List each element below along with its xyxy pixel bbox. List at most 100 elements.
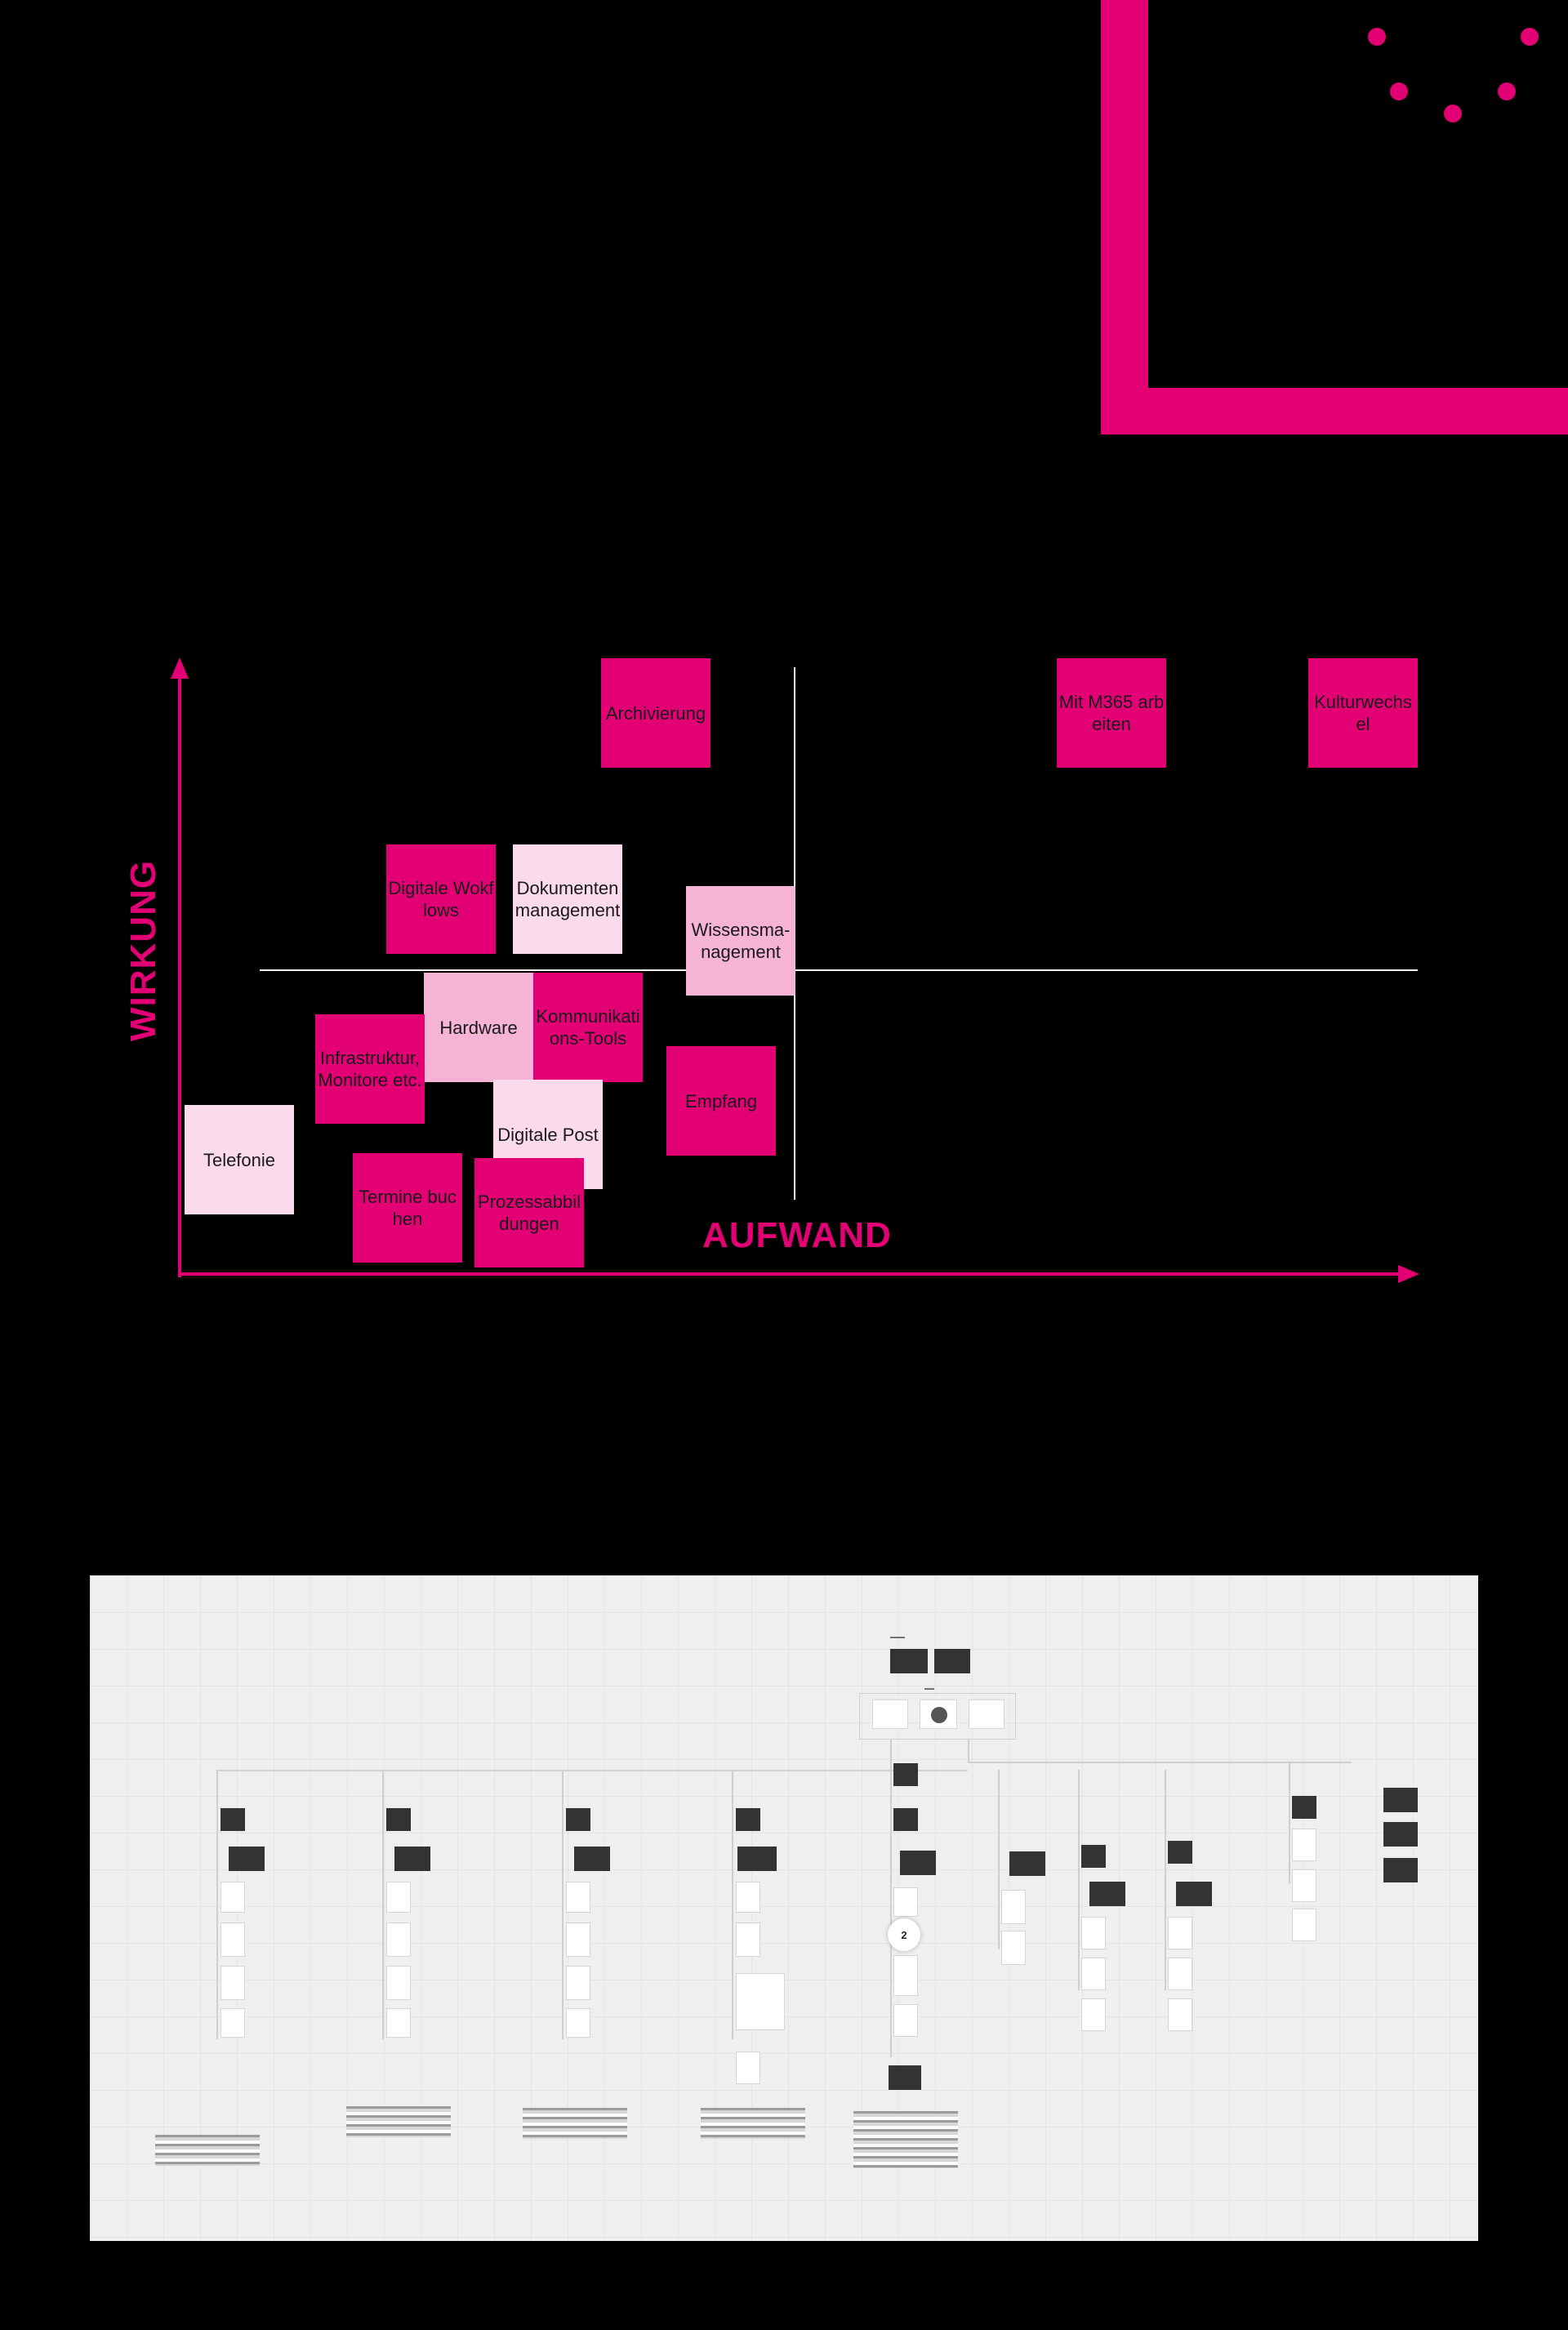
quadrant-divider-horizontal (260, 969, 1418, 971)
brand-dot (1521, 28, 1539, 46)
board-table (701, 2108, 805, 2139)
board-card (1292, 1869, 1316, 1902)
board-card (566, 1882, 590, 1913)
board-connector (968, 1762, 1352, 1763)
board-label: ▬▬▬ (890, 1635, 905, 1640)
note-archivierung[interactable]: Archivierung (601, 658, 710, 768)
board-card (736, 2052, 760, 2084)
board-table (346, 2106, 451, 2137)
board-card (566, 1966, 590, 2000)
note-digitale-workflows[interactable]: Digitale Wokflows (386, 844, 496, 954)
board-column-line (1165, 1770, 1166, 1990)
board-column-line (998, 1770, 1000, 1949)
board-slide-dark (893, 1808, 918, 1831)
board-card (872, 1700, 908, 1729)
board-slide-dark (1383, 1858, 1418, 1882)
x-axis-arrow (1398, 1265, 1419, 1283)
board-slide-dark (566, 1808, 590, 1831)
board-card (1292, 1829, 1316, 1861)
board-card (386, 2008, 411, 2038)
note-dokumentenmanagement[interactable]: Dokumentenmanagement (513, 844, 622, 954)
board-table (155, 2135, 260, 2166)
board-slide-dark (229, 1847, 265, 1871)
board-slide-dark (386, 1808, 411, 1831)
board-slide-dark (1176, 1882, 1212, 1906)
board-card (220, 1882, 245, 1913)
board-card (1081, 1917, 1106, 1949)
board-slide-dark (890, 1649, 928, 1673)
board-column-line (1289, 1762, 1290, 1884)
board-card (1168, 1998, 1192, 2031)
board-card (386, 1882, 411, 1913)
board-card (220, 1922, 245, 1957)
board-card (566, 1922, 590, 1957)
board-slide-dark (900, 1851, 936, 1875)
board-slide-dark (1383, 1822, 1418, 1847)
note-wissensmanagement[interactable]: Wissensma-nagement (686, 886, 795, 996)
board-card (386, 1966, 411, 2000)
board-column-line (216, 1770, 218, 2039)
board-slide-dark (889, 2065, 921, 2090)
board-card (1081, 1958, 1106, 1990)
board-slide-dark (394, 1847, 430, 1871)
board-card (736, 1922, 760, 1957)
board-card (220, 1966, 245, 2000)
board-slide-dark (574, 1847, 610, 1871)
board-label: ▬▬ (924, 1686, 934, 1691)
board-card (893, 1955, 918, 1996)
brand-bracket-vertical (1101, 0, 1148, 434)
note-prozessabbildungen[interactable]: Prozessabbildungen (474, 1158, 584, 1267)
x-axis-line (178, 1272, 1405, 1276)
note-m365[interactable]: Mit M365 arbeiten (1057, 658, 1166, 768)
board-slide-dark (736, 1808, 760, 1831)
note-telefonie[interactable]: Telefonie (185, 1105, 294, 1214)
note-infrastruktur[interactable]: Infrastruktur, Monitore etc. (315, 1014, 425, 1124)
board-card (1168, 1917, 1192, 1949)
board-column-line (890, 1739, 892, 2057)
board-card (566, 2008, 590, 2038)
board-slide-dark (1089, 1882, 1125, 1906)
board-slide-dark (1081, 1845, 1106, 1868)
brand-dot (1444, 105, 1462, 123)
board-card (1001, 1890, 1026, 1924)
board-frame (859, 1693, 1016, 1740)
board-card (1168, 1958, 1192, 1990)
brand-dot (1498, 82, 1516, 100)
board-slide-dark (1009, 1851, 1045, 1876)
board-card (220, 2008, 245, 2038)
board-card (893, 1887, 918, 1917)
board-count-badge[interactable]: 2 (888, 1918, 920, 1951)
board-table (853, 2111, 958, 2168)
board-connector (968, 1739, 969, 1763)
board-slide-dark (220, 1808, 245, 1831)
note-empfang[interactable]: Empfang (666, 1046, 776, 1156)
board-card (1001, 1931, 1026, 1965)
board-slide-dark (1168, 1841, 1192, 1864)
board-overview: ▬▬▬ ▬▬ 2 (90, 1575, 1478, 2241)
board-slide-dark (893, 1763, 918, 1786)
board-slide-dark (1292, 1796, 1316, 1819)
board-slide-dark (737, 1847, 777, 1871)
board-column-line (1078, 1770, 1080, 1990)
board-column-line (562, 1770, 564, 2039)
board-card (969, 1700, 1004, 1729)
note-kulturwechsel[interactable]: Kulturwechsel (1308, 658, 1418, 768)
brand-dot (1390, 82, 1408, 100)
note-termine-buchen[interactable]: Termine buchen (353, 1153, 462, 1263)
note-kommunikations-tools[interactable]: Kommunikations-Tools (533, 973, 643, 1082)
board-card (920, 1700, 957, 1729)
board-card (893, 2004, 918, 2037)
y-axis-label: WIRKUNG (123, 859, 163, 1041)
board-card (1081, 1998, 1106, 2031)
board-column-line (382, 1770, 384, 2039)
note-hardware[interactable]: Hardware (424, 973, 533, 1082)
x-axis-label: AUFWAND (702, 1215, 892, 1255)
y-axis-arrow (171, 657, 189, 679)
board-slide-dark (1383, 1788, 1418, 1812)
board-column-line (732, 1770, 733, 2039)
board-card (736, 1973, 785, 2030)
board-card (736, 1882, 760, 1913)
board-slide-dark (934, 1649, 970, 1673)
brand-bracket-horizontal (1101, 388, 1568, 434)
board-card (1292, 1909, 1316, 1941)
